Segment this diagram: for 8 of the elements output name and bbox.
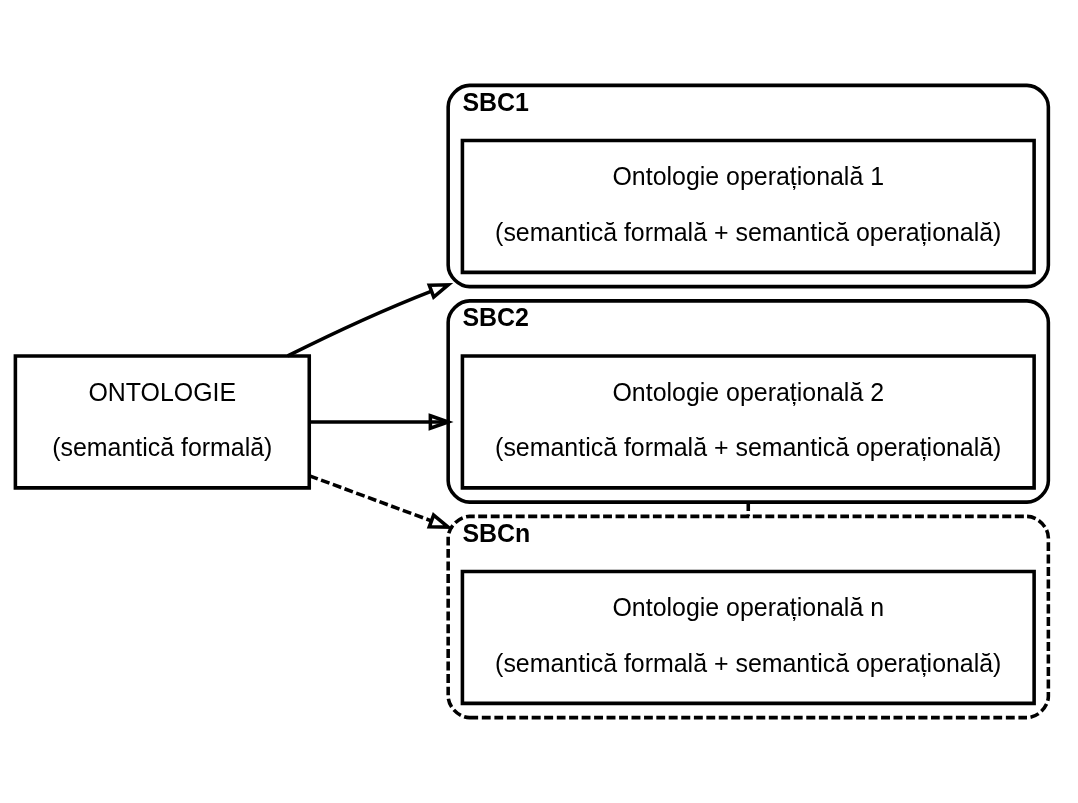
connector [746, 502, 751, 517]
arrow [308, 474, 454, 529]
node-box: Ontologie operațională 2 (semantică formală + semantică operațională) [460, 354, 1036, 490]
node-box: ONTOLOGIE (semantică formală) [13, 354, 312, 490]
node-box: Ontologie operațională 1 (semantică formală + semantică operațională) [460, 138, 1036, 275]
arrow [286, 282, 454, 358]
node-box: Ontologie operațională n (semantică formală + semantică operațională) [460, 569, 1036, 706]
arrow [309, 413, 454, 431]
